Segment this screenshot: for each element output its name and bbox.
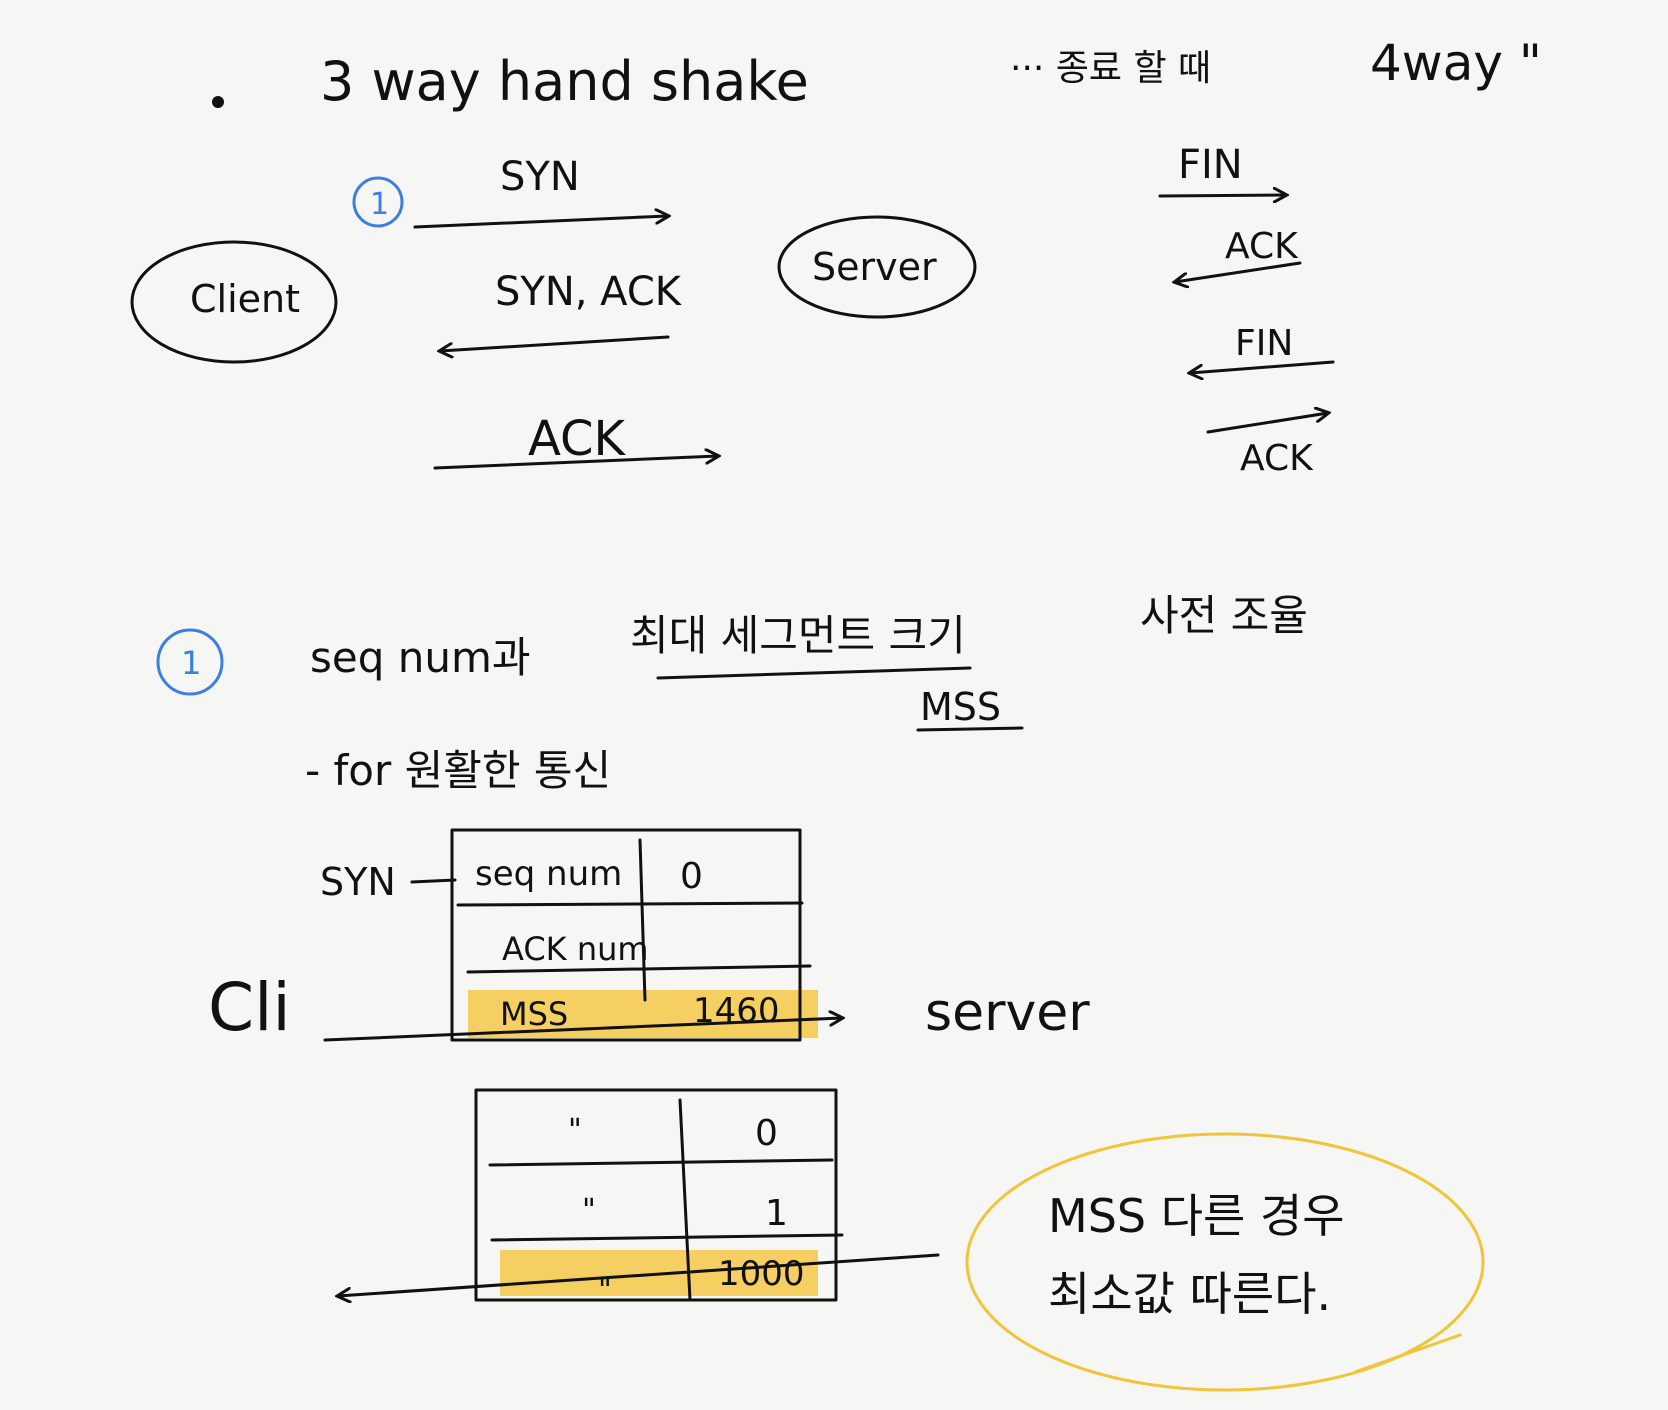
syn-label: SYN <box>500 154 580 200</box>
client-packet-divider-h1 <box>456 901 804 907</box>
server-packet-divider-v <box>678 1098 692 1302</box>
notes-line1-prefix: seq num과 <box>310 633 531 682</box>
server-packet-value-0: 0 <box>755 1113 778 1154</box>
step-marker-circle <box>352 176 404 228</box>
term-ack2-arrow <box>1206 413 1328 434</box>
server-packet-value-1: 1 <box>765 1193 788 1234</box>
term-ack1-label: ACK <box>1225 226 1299 267</box>
callout-tail <box>1353 1333 1462 1374</box>
syn-ack-label: SYN, ACK <box>495 269 683 315</box>
server-label: Server <box>812 245 937 289</box>
notes-line1-underlined: 최대 세그먼트 크기 <box>630 611 966 660</box>
client-packet-field-2: MSS <box>500 995 568 1033</box>
server-packet-table <box>474 1088 838 1302</box>
client-packet-field-1: ACK num <box>502 930 649 968</box>
term-fin1-arrow <box>1158 195 1286 196</box>
heading-aside-prefix: ··· 종료 할 때 <box>1010 48 1211 89</box>
exchange-cli-label: Cli <box>208 969 291 1046</box>
client-packet-divider-v <box>638 838 647 1002</box>
syn-connector-line <box>410 878 457 884</box>
ack-arrow <box>433 456 718 470</box>
client-node <box>130 240 338 364</box>
notes-underline <box>656 666 972 680</box>
term-fin2-arrow <box>1190 360 1335 373</box>
exchange-syn-label: SYN <box>320 860 396 904</box>
server-packet-field-2: " <box>598 1273 612 1308</box>
syn-ack-arrow <box>440 335 670 351</box>
term-fin1-label: FIN <box>1178 142 1243 188</box>
server-to-client-arrow <box>338 1253 940 1296</box>
callout-line1: MSS 다른 경우 <box>1048 1189 1345 1243</box>
client-packet-field-0: seq num <box>475 854 622 894</box>
client-to-server-arrow <box>323 1018 842 1042</box>
client-packet-table <box>450 828 802 1042</box>
notes-step-marker-circle <box>156 628 224 696</box>
step-marker-label: 1 <box>370 187 389 222</box>
term-fin2-label: FIN <box>1235 323 1293 364</box>
bullet-dot <box>212 96 224 108</box>
notes-line2: - for 원활한 통신 <box>305 746 611 795</box>
heading-title: 3 way hand shake <box>320 50 809 113</box>
notes-mss-label: MSS <box>920 685 1001 729</box>
server-packet-divider-h2 <box>490 1233 844 1242</box>
server-packet-field-0: " <box>568 1113 582 1148</box>
callout-bubble <box>965 1132 1485 1392</box>
client-packet-value-0: 0 <box>680 856 703 897</box>
callout-line2: 최소값 따른다. <box>1048 1267 1331 1321</box>
notes-line1-suffix: 사전 조율 <box>1140 591 1308 640</box>
exchange-server-label: server <box>925 983 1090 1043</box>
term-ack2-label: ACK <box>1240 438 1314 479</box>
client-label: Client <box>190 277 300 321</box>
server-node <box>777 215 977 319</box>
notes-mss-underline <box>916 726 1024 732</box>
heading-aside-suffix: 4way " <box>1370 34 1542 92</box>
client-packet-divider-h2 <box>466 964 812 974</box>
server-packet-value-2: 1000 <box>718 1254 805 1294</box>
term-ack1-arrow <box>1175 261 1302 282</box>
notes-step-marker-label: 1 <box>181 644 201 682</box>
server-packet-field-1: " <box>582 1193 596 1228</box>
syn-arrow <box>413 216 668 229</box>
ack-label: ACK <box>528 411 627 467</box>
server-packet-divider-h1 <box>488 1158 834 1167</box>
